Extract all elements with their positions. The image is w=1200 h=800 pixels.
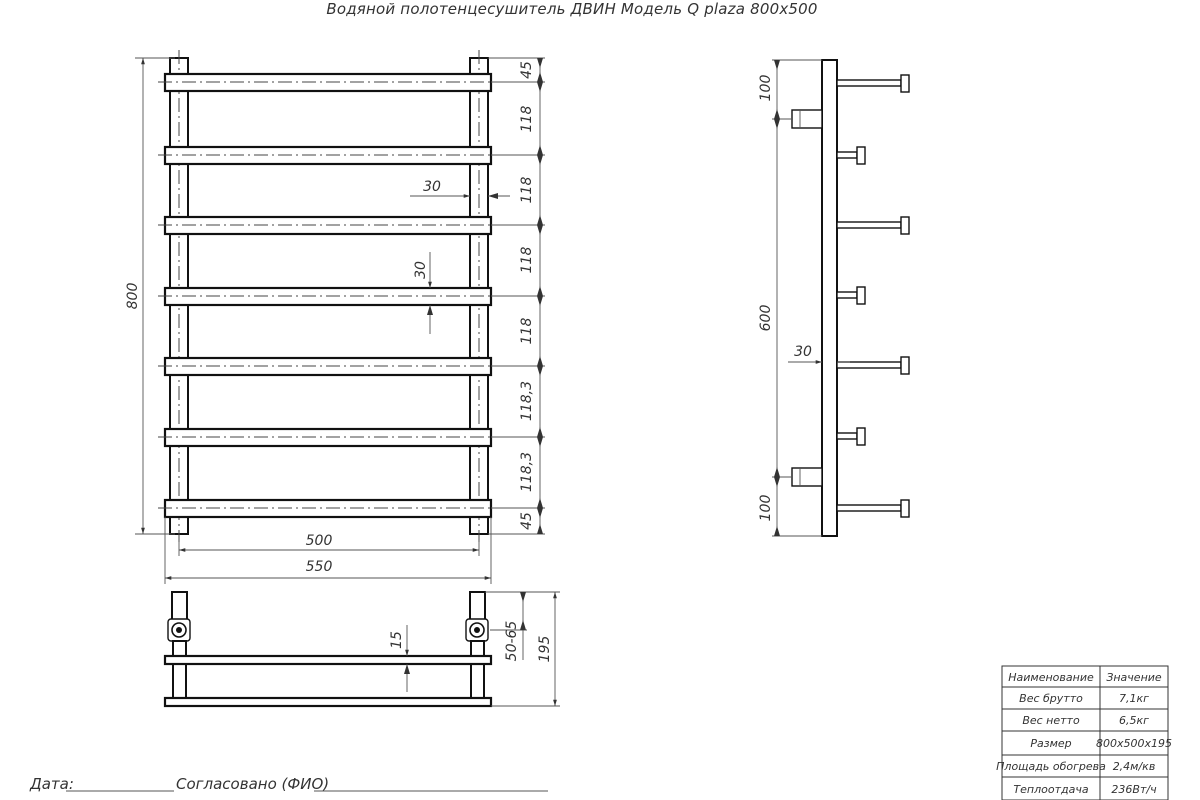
table-header-value: Значение (1106, 671, 1162, 684)
side-dim-30: 30 (794, 344, 812, 360)
dim-width-500: 500 (306, 533, 333, 549)
dim-gap-3: 118 (519, 247, 535, 274)
dim-gap-1: 118 (519, 106, 535, 133)
dim-height-800: 800 (125, 283, 141, 310)
dim-top-45: 45 (519, 61, 535, 79)
dim-bar-height-30: 30 (413, 261, 429, 279)
right-valve (465, 618, 489, 642)
date-label: Дата: (29, 775, 74, 793)
table-row-value: 7,1кг (1119, 692, 1149, 705)
bottom-rear-bar (163, 696, 493, 708)
signature-footer: Дата: Согласовано (ФИО) (29, 775, 548, 793)
table-row-name: Размер (1030, 737, 1071, 750)
side-dim-bottom-100: 100 (758, 495, 774, 522)
table-row-value: 6,5кг (1119, 714, 1149, 727)
side-short-bars (836, 146, 866, 446)
bottom-dim-50-65: 50-65 (504, 621, 520, 662)
bottom-view: 15 50-65 195 (163, 591, 560, 708)
dim-width-550: 550 (306, 559, 333, 575)
table-row-name: Теплоотдача (1013, 783, 1088, 796)
dim-gap-5: 118,3 (519, 381, 535, 421)
table-row-name: Вес брутто (1019, 692, 1083, 705)
front-view: 800 45 118 118 (125, 50, 545, 584)
side-view: 100 600 100 30 (758, 59, 910, 537)
side-dim-600: 600 (758, 305, 774, 332)
bottom-dim-15: 15 (389, 631, 405, 649)
bottom-front-bar (163, 654, 493, 666)
table-row-name: Площадь обогрева (996, 760, 1106, 773)
table-row-name: Вес нетто (1022, 714, 1080, 727)
table-row-value: 236Вт/ч (1111, 783, 1157, 796)
bottom-dim-195: 195 (537, 636, 553, 663)
side-dim-top-100: 100 (758, 75, 774, 102)
side-connection-stubs (791, 109, 823, 487)
right-inlet (469, 591, 486, 623)
side-post (821, 59, 838, 537)
dim-gap-4: 118 (519, 318, 535, 345)
table-header-name: Наименование (1008, 671, 1094, 684)
dim-post-width-30: 30 (423, 179, 441, 195)
dim-gap-2: 118 (519, 177, 535, 204)
dim-gap-6: 118,3 (519, 452, 535, 492)
dim-bottom-45: 45 (519, 512, 535, 530)
table-row-value: 2,4м/кв (1113, 760, 1156, 773)
side-long-bars (836, 74, 910, 518)
table-row-value: 800x500x195 (1096, 737, 1172, 750)
left-inlet (171, 591, 188, 623)
approved-label: Согласовано (ФИО) (176, 775, 329, 793)
spec-table: Наименование Значение Вес брутто 7,1кг В… (996, 665, 1172, 800)
right-dimension-chain: 45 118 118 118 118 118,3 118,3 45 (488, 57, 545, 535)
drawing-title: Водяной полотенцесушитель ДВИН Модель Q … (326, 0, 817, 18)
left-valve (167, 618, 191, 642)
